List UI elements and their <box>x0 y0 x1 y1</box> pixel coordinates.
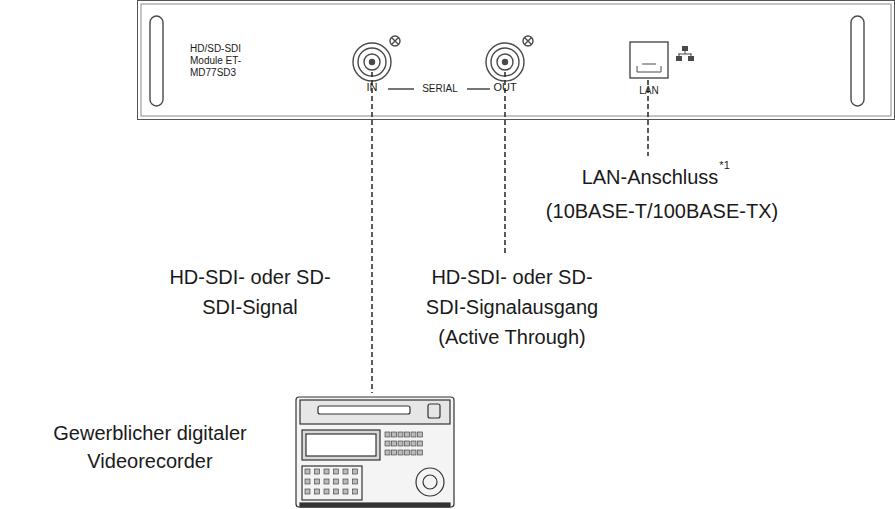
recorder-button <box>418 441 423 446</box>
lan-port <box>630 42 668 78</box>
panel-slot <box>150 16 163 106</box>
port-label: OUT <box>493 80 516 94</box>
panel-inner-edge <box>141 4 891 116</box>
recorder-button <box>411 441 416 446</box>
recorder-button <box>405 441 410 446</box>
recorder-box: Gewerblicher digitaler Videorecorder <box>290 393 460 509</box>
module-panel: HD/SD-SDI Module ET-MD77SD3 <box>137 0 895 120</box>
recorder-button <box>324 479 329 484</box>
recorder-button <box>334 469 339 474</box>
recorder-button <box>411 450 416 455</box>
recorder-button <box>324 469 329 474</box>
recorder-button <box>418 432 423 437</box>
panel-slot <box>851 16 864 106</box>
recorder-button <box>385 441 390 446</box>
port-label: IN <box>367 80 378 94</box>
recorder-button <box>343 489 348 494</box>
port-group-label: SERIAL <box>422 82 458 96</box>
recorder-button <box>411 432 416 437</box>
signal-line <box>504 72 506 256</box>
recorder-button <box>353 489 358 494</box>
recorder-button <box>353 479 358 484</box>
recorder-button <box>324 489 329 494</box>
recorder-button <box>315 479 320 484</box>
recorder-button <box>392 432 397 437</box>
bnc-connector <box>353 36 400 81</box>
recorder-button <box>405 432 410 437</box>
signal-label: HD-SDI- oder SD-SDI-Signalausgang (Activ… <box>414 262 610 352</box>
recorder-button <box>392 441 397 446</box>
recorder-button <box>343 469 348 474</box>
recorder-button <box>343 479 348 484</box>
recorder-button <box>398 450 403 455</box>
video-recorder <box>296 397 454 507</box>
device-label: Gewerblicher digitaler Videorecorder <box>30 419 270 475</box>
recorder-button <box>315 469 320 474</box>
recorder-button <box>385 450 390 455</box>
recorder-button <box>334 489 339 494</box>
recorder-button <box>334 479 339 484</box>
module-name: HD/SD-SDI Module ET-MD77SD3 <box>190 43 264 79</box>
port-label: LAN <box>639 84 658 98</box>
recorder-button <box>305 469 310 474</box>
recorder-button <box>305 489 310 494</box>
recorder-button <box>398 441 403 446</box>
connection-label: LAN-Anschluss <box>582 162 719 192</box>
bnc-connector <box>486 36 533 81</box>
recorder-button <box>315 489 320 494</box>
connection-spec: (10BASE-T/100BASE-TX) <box>546 196 778 226</box>
signal-label: HD-SDI- oder SD-SDI-Signal <box>164 262 336 322</box>
recorder-button <box>398 432 403 437</box>
recorder-button <box>353 469 358 474</box>
network-icon <box>676 46 694 61</box>
recorder-button <box>385 432 390 437</box>
recorder-button <box>405 450 410 455</box>
recorder-button <box>418 450 423 455</box>
footnote-mark: *1 <box>719 158 729 172</box>
recorder-button <box>392 450 397 455</box>
signal-line <box>371 72 373 119</box>
recorder-button <box>305 479 310 484</box>
signal-cable <box>371 120 373 393</box>
